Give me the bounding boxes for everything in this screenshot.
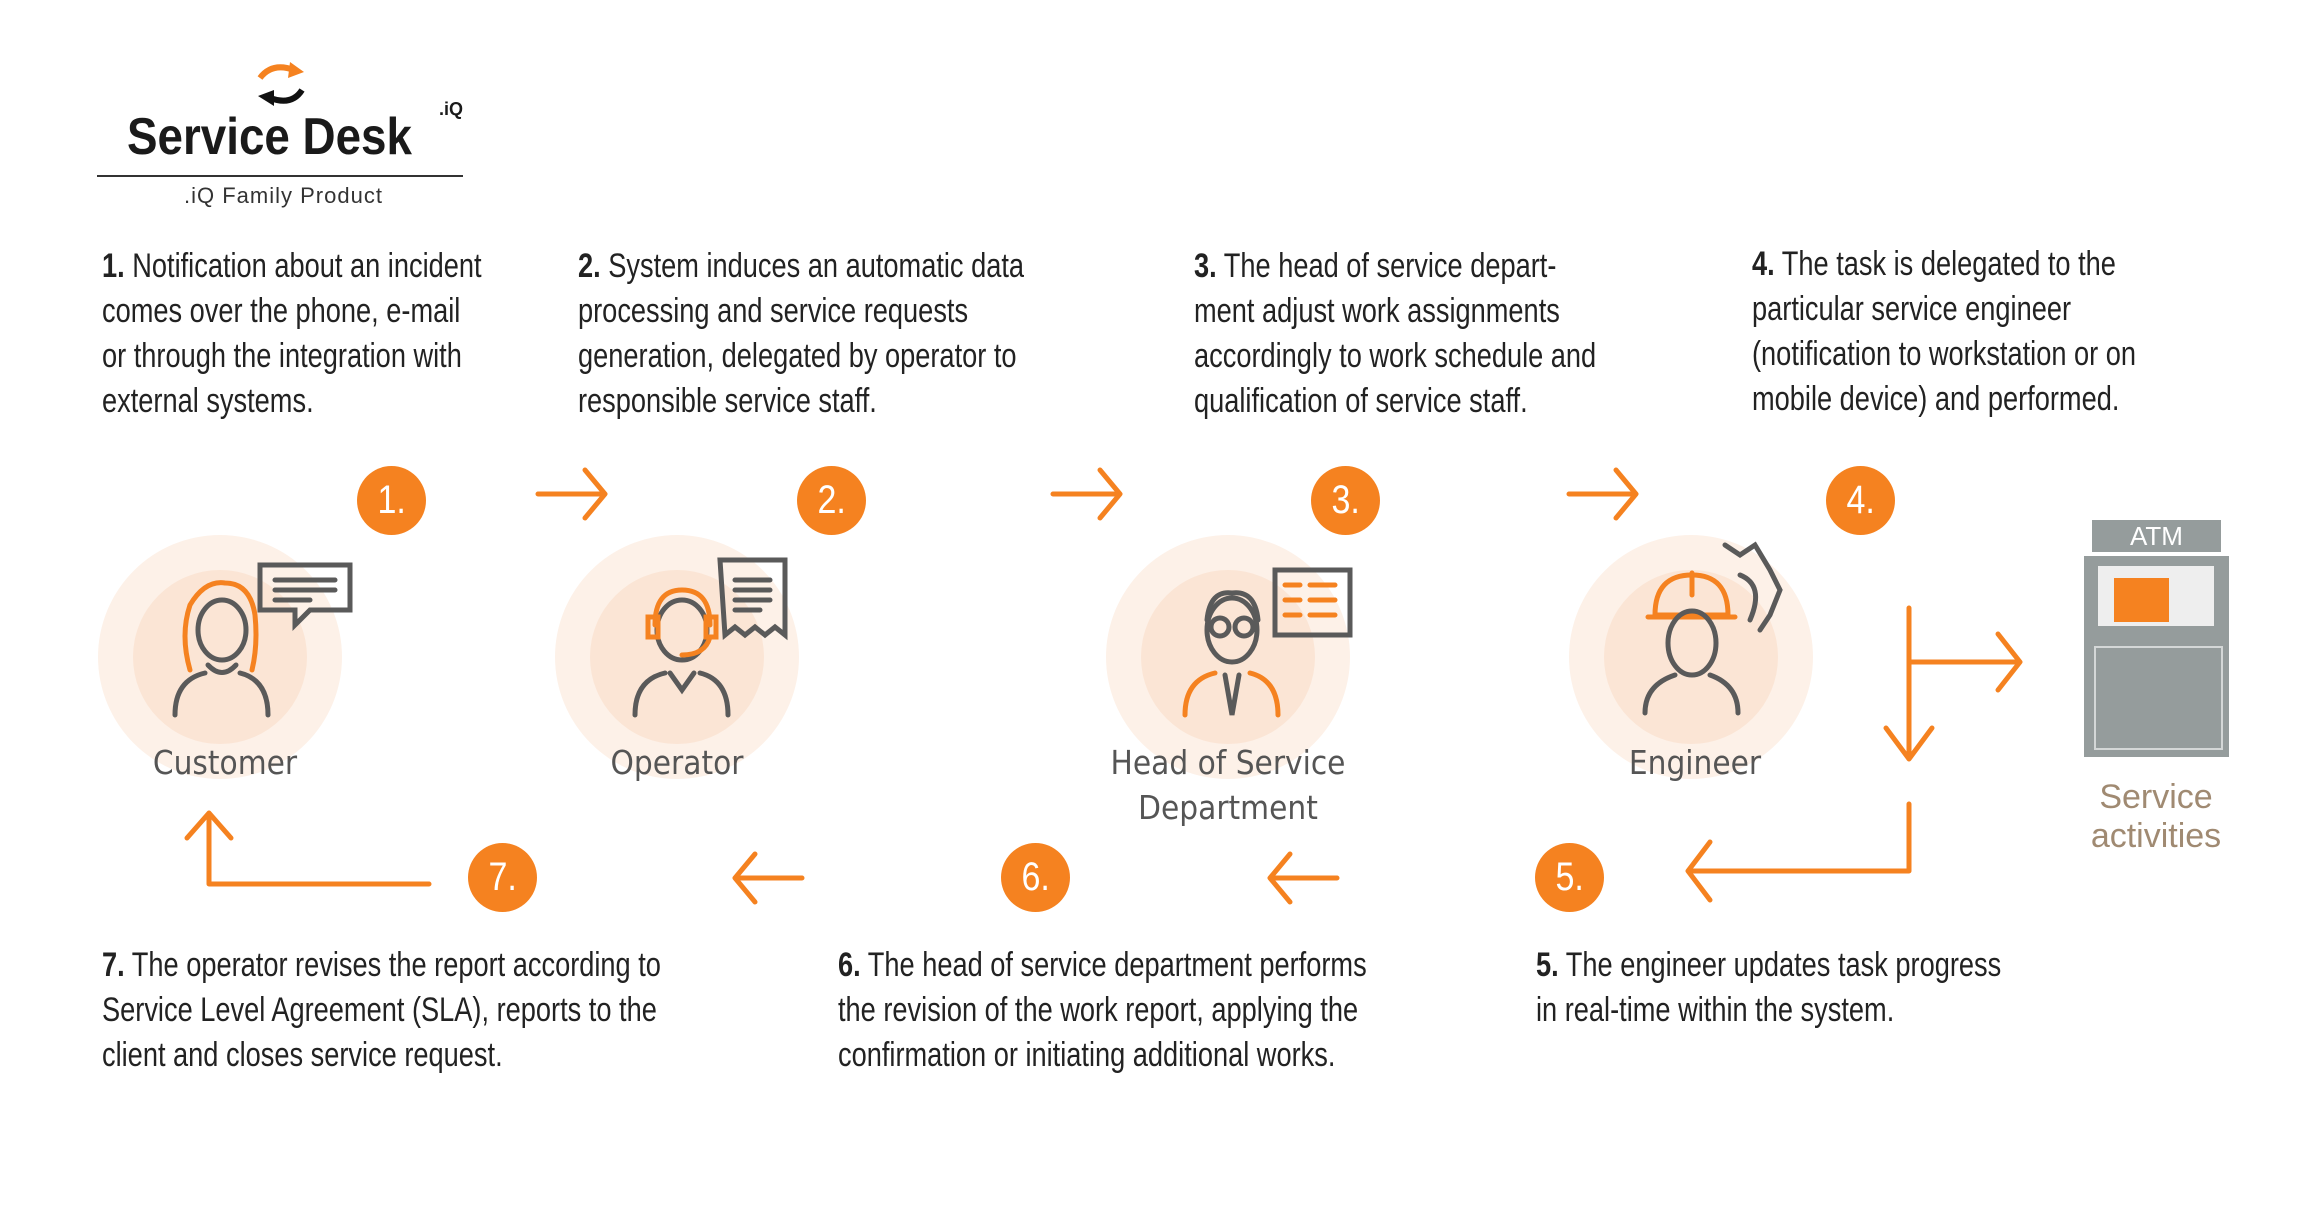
atm-screen: [2114, 578, 2169, 622]
customer-icon: [172, 562, 353, 718]
step-4-text: 4. The task is delegated to the particul…: [1752, 245, 2137, 418]
engineer-icon: [1642, 541, 1783, 716]
arrow-right-3-to-4: [1566, 467, 1639, 521]
atm-label: ATM: [2130, 521, 2183, 551]
atm-caption-line2: activities: [2090, 817, 2222, 855]
step-2-text: 2. System induces an automatic data proc…: [578, 247, 1025, 420]
head-of-service-label-line2: Department: [1138, 788, 1318, 827]
head-of-service-label-line1: Head of Service: [1110, 743, 1346, 782]
step-badge-5: 5.: [1535, 843, 1604, 912]
operator-icon: [632, 557, 788, 718]
step-badge-3: 3.: [1311, 466, 1380, 535]
arrow-return-to-5: [1685, 801, 1912, 903]
operator-label: Operator: [610, 743, 744, 782]
atm-body: [2084, 556, 2229, 757]
step-badge-7: 7.: [468, 843, 537, 912]
arrow-right-2-to-3: [1050, 467, 1123, 521]
head-of-service-icon: [1182, 567, 1353, 718]
arrow-right-1-to-2: [535, 467, 608, 521]
logo-superscript: .iQ: [439, 99, 464, 119]
step-3-text: 3. The head of service depart- ment adju…: [1194, 247, 1597, 420]
arrow-7-to-customer: [184, 810, 432, 887]
step-6-text: 6. The head of service department perfor…: [838, 946, 1367, 1074]
customer-label: Customer: [152, 743, 298, 782]
atm-machine: ATM: [2084, 520, 2229, 757]
engineer-label: Engineer: [1628, 743, 1762, 782]
step-1-text: 1. Notification about an incident comes …: [102, 247, 482, 420]
step-7-text: 7. The operator revises the report accor…: [102, 946, 661, 1074]
step-badge-4: 4.: [1826, 466, 1895, 535]
atm-panel: [2094, 646, 2223, 750]
step-5-text: 5. The engineer updates task progress in…: [1536, 946, 2002, 1029]
logo-subtitle: .iQ Family Product: [184, 183, 383, 208]
arrow-branch-to-atm: [1906, 631, 2023, 693]
atm-caption-line1: Service: [2099, 778, 2213, 816]
atm-header: ATM: [2092, 520, 2221, 552]
logo-divider: [97, 175, 463, 177]
logo: Service Desk .iQ .iQ Family Product: [97, 55, 467, 215]
arrow-left-6-to-7: [732, 851, 805, 905]
logo-title: Service Desk: [127, 108, 412, 166]
step-badge-1: 1.: [357, 466, 426, 535]
refresh-arrows-icon: [257, 62, 305, 106]
step-badge-6: 6.: [1001, 843, 1070, 912]
arrow-branch-down: [1883, 605, 1935, 762]
step-badge-2: 2.: [797, 466, 866, 535]
arrow-left-5-to-6: [1267, 851, 1340, 905]
engineer-halo-inner: [1604, 570, 1778, 744]
